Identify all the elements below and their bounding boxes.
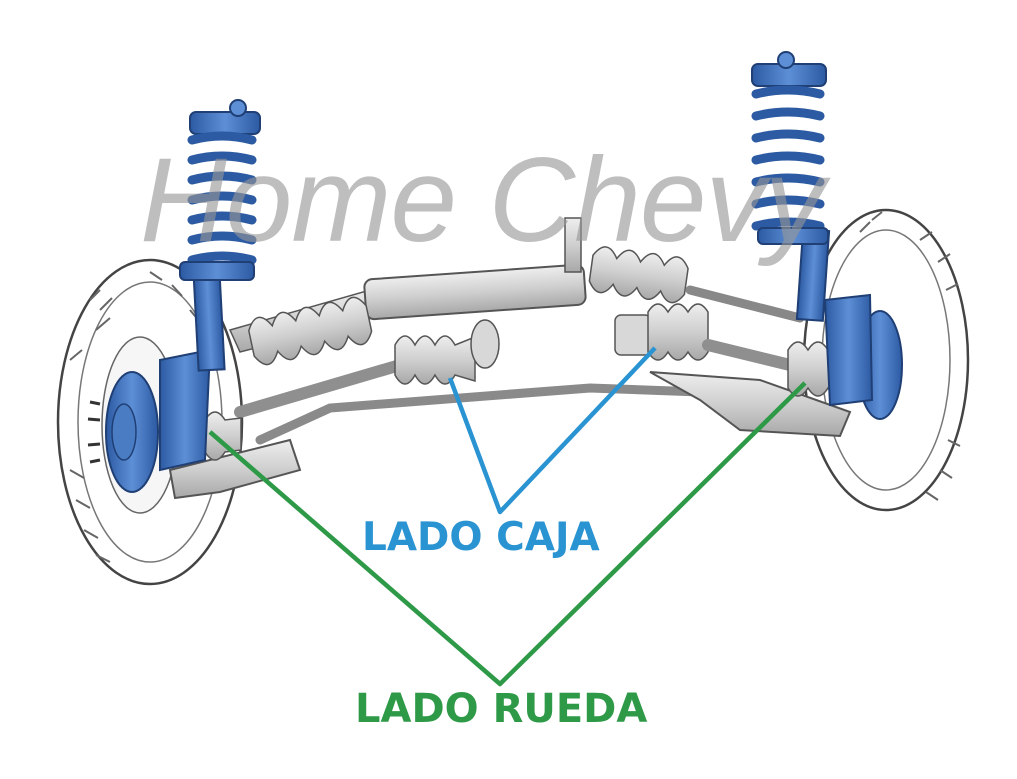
wheel-side-label: LADO RUEDA (355, 686, 648, 732)
right-strut (751, 51, 831, 322)
left-hub (87, 348, 212, 493)
left-control-arm (168, 438, 302, 500)
gearbox-side-callout-line (447, 346, 657, 515)
steering-rack (228, 217, 805, 366)
gearbox-side-label: LADO CAJA (362, 515, 600, 560)
watermark: Home Chevy (140, 133, 825, 267)
left-driveshaft (164, 319, 500, 461)
left-strut (179, 99, 261, 372)
right-control-arm (649, 371, 852, 438)
right-hub (823, 293, 903, 420)
wheel-side-callout-line (208, 381, 807, 687)
